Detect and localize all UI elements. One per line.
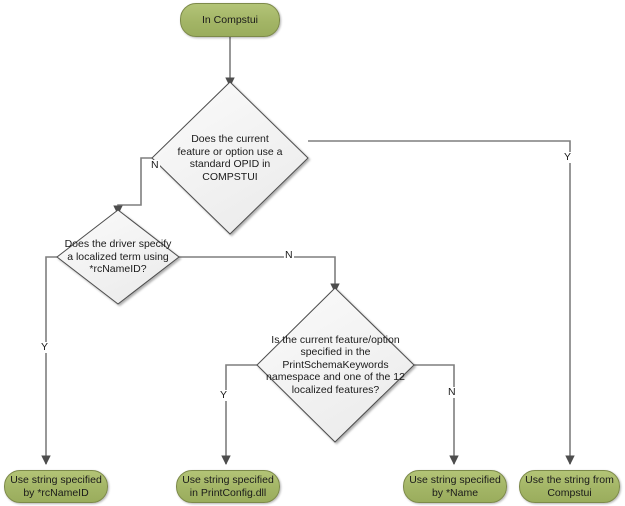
node-decision-standard-opid[interactable]: Does the current feature or option use a…: [152, 82, 308, 234]
edge-label-decision2-no: N: [284, 249, 294, 261]
decision2-shape: [56, 209, 180, 305]
node-terminator-printconfig[interactable]: Use string specified in PrintConfig.dll: [176, 470, 280, 503]
node-terminator-name-label: Use string specified by *Name: [409, 474, 501, 499]
node-decision-rcnameid-label: Does the driver specify a localized term…: [64, 238, 172, 276]
edge-decision1-no-to-decision2: [113, 157, 152, 215]
node-terminator-compstui[interactable]: Use the string from Compstui: [519, 470, 620, 503]
node-decision-standard-opid-label: Does the current feature or option use a…: [177, 133, 283, 183]
node-start-label: In Compstui: [201, 13, 259, 26]
decision1-shape: [151, 81, 309, 235]
node-decision-printschemakeywords[interactable]: Is the current feature/option specified …: [257, 288, 414, 442]
node-terminator-name[interactable]: Use string specified by *Name: [403, 470, 507, 503]
node-terminator-printconfig-label: Use string specified in PrintConfig.dll: [182, 474, 274, 499]
node-decision-rcnameid[interactable]: Does the driver specify a localized term…: [57, 210, 179, 304]
edge-label-decision3-no: N: [447, 386, 457, 398]
edge-decision3-yes-to-terminator2: [221, 364, 257, 465]
node-start[interactable]: In Compstui: [180, 3, 280, 37]
edge-decision2-no-to-decision3: [179, 256, 340, 293]
node-terminator-rcnameid[interactable]: Use string specified by *rcNameID: [4, 470, 108, 503]
edge-decision3-no-to-terminator3: [414, 364, 459, 465]
edge-label-decision1-yes: Y: [563, 151, 573, 163]
decision3-shape: [256, 287, 415, 443]
node-decision-printschemakeywords-label: Is the current feature/option specified …: [266, 333, 405, 396]
node-terminator-compstui-label: Use the string from Compstui: [525, 474, 614, 499]
node-terminator-rcnameid-label: Use string specified by *rcNameID: [10, 474, 102, 499]
edge-decision1-yes-to-terminator4: [308, 140, 575, 465]
edge-decision2-yes-to-terminator1: [41, 256, 57, 465]
edge-label-decision2-yes: Y: [40, 341, 50, 353]
edge-label-decision3-yes: Y: [219, 389, 229, 401]
edge-label-decision1-no: N: [150, 159, 160, 171]
